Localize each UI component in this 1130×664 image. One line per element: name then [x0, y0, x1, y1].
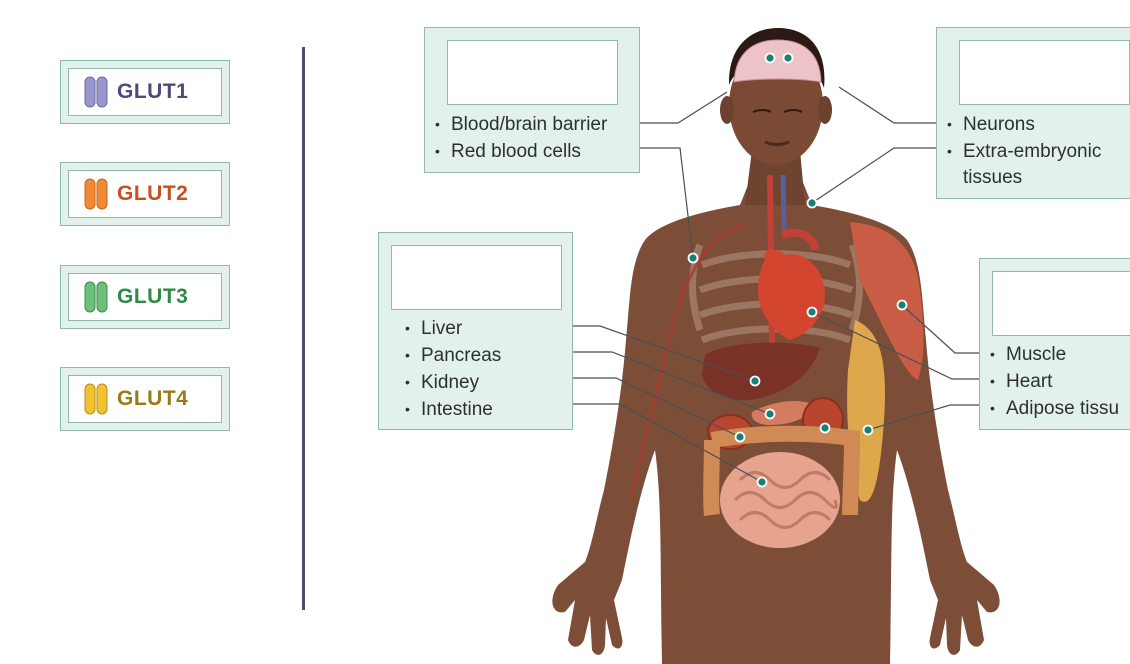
callout-glut4-tissues: •Muscle •Heart •Adipose tissu [979, 258, 1130, 430]
embryonic-marker [808, 199, 817, 208]
callout-glut2-tissues: •Liver •Pancreas •Kidney •Intestine [378, 232, 573, 430]
list-item: •Kidney [405, 369, 501, 396]
list-item: •Pancreas [405, 342, 501, 369]
brain-marker-1 [766, 54, 775, 63]
small-intestine [720, 452, 840, 548]
callout-glut1-tissues: •Blood/brain barrier •Red blood cells [424, 27, 640, 173]
liver-marker [751, 377, 760, 386]
vein [783, 175, 784, 230]
answer-box [992, 271, 1130, 336]
tissue-list: •Neurons •Extra-embryonic tissues [947, 111, 1101, 191]
callout-glut3-tissues: •Neurons •Extra-embryonic tissues [936, 27, 1130, 199]
rbc-marker [689, 254, 698, 263]
list-item: •Adipose tissu [990, 395, 1119, 422]
list-item: •Neurons [947, 111, 1101, 138]
answer-box [959, 40, 1130, 105]
kidney-marker-left [736, 433, 745, 442]
answer-box [391, 245, 562, 310]
tissue-list: •Liver •Pancreas •Kidney •Intestine [405, 315, 501, 423]
list-item: •Intestine [405, 396, 501, 423]
tissue-list: •Muscle •Heart •Adipose tissu [990, 341, 1119, 422]
list-item: •Muscle [990, 341, 1119, 368]
kidney-marker-right [821, 424, 830, 433]
adipose-marker [864, 426, 873, 435]
pancreas-marker [766, 410, 775, 419]
list-item: •Red blood cells [435, 138, 607, 165]
tissue-list: •Blood/brain barrier •Red blood cells [435, 111, 607, 165]
list-item: •Blood/brain barrier [435, 111, 607, 138]
answer-box [447, 40, 618, 105]
muscle-marker [898, 301, 907, 310]
list-item: tissues [947, 165, 1101, 191]
list-item: •Liver [405, 315, 501, 342]
list-item: •Extra-embryonic [947, 138, 1101, 165]
brain-marker-2 [784, 54, 793, 63]
intestine-marker [758, 478, 767, 487]
heart-marker [808, 308, 817, 317]
list-item: •Heart [990, 368, 1119, 395]
